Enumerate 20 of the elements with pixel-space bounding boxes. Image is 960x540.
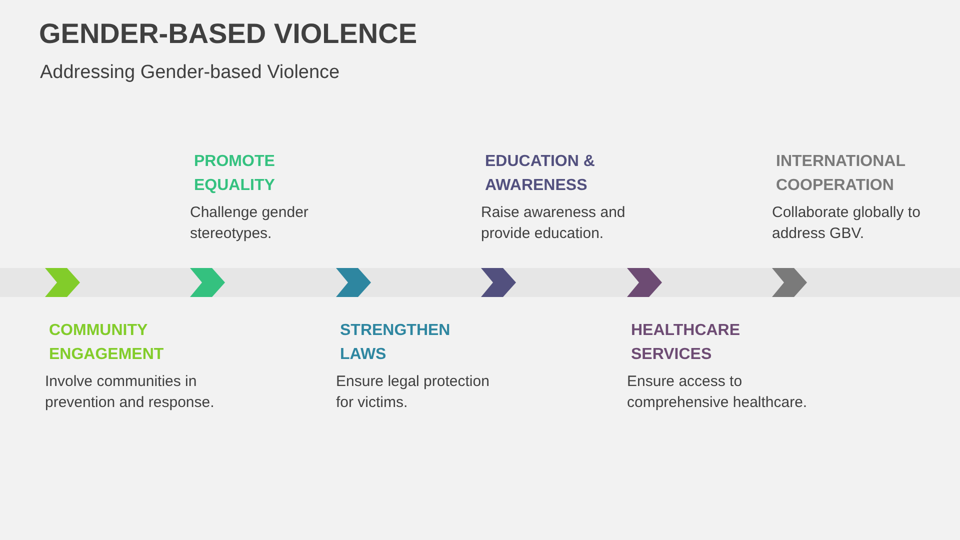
chevron-marker [772,268,807,297]
chevron-marker [45,268,80,297]
step-heading: PROMOTE EQUALITY [194,152,276,196]
step-description: Challenge gender stereotypes. [190,203,310,244]
chevron-marker [190,268,225,297]
step-heading: COMMUNITY ENGAGEMENT [49,321,165,365]
chevron-marker [336,268,371,297]
step-description: Raise awareness and provide education. [481,203,626,244]
step-heading: INTERNATIONAL COOPERATION [776,152,906,196]
step-description: Ensure legal protection for victims. [336,372,490,413]
chevron-marker [627,268,662,297]
step-description: Ensure access to comprehensive healthcare. [627,372,808,413]
step-heading: EDUCATION & AWARENESS [485,152,596,196]
slide-title: GENDER-BASED VIOLENCE [39,17,418,51]
step-heading: STRENGTHEN LAWS [340,321,452,365]
chevron-marker [481,268,516,297]
step-description: Collaborate globally to address GBV. [772,203,922,244]
step-description: Involve communities in prevention and response. [45,372,216,413]
step-heading: HEALTHCARE SERVICES [631,321,742,365]
subtitle: Addressing Gender-based Violence [40,61,340,85]
